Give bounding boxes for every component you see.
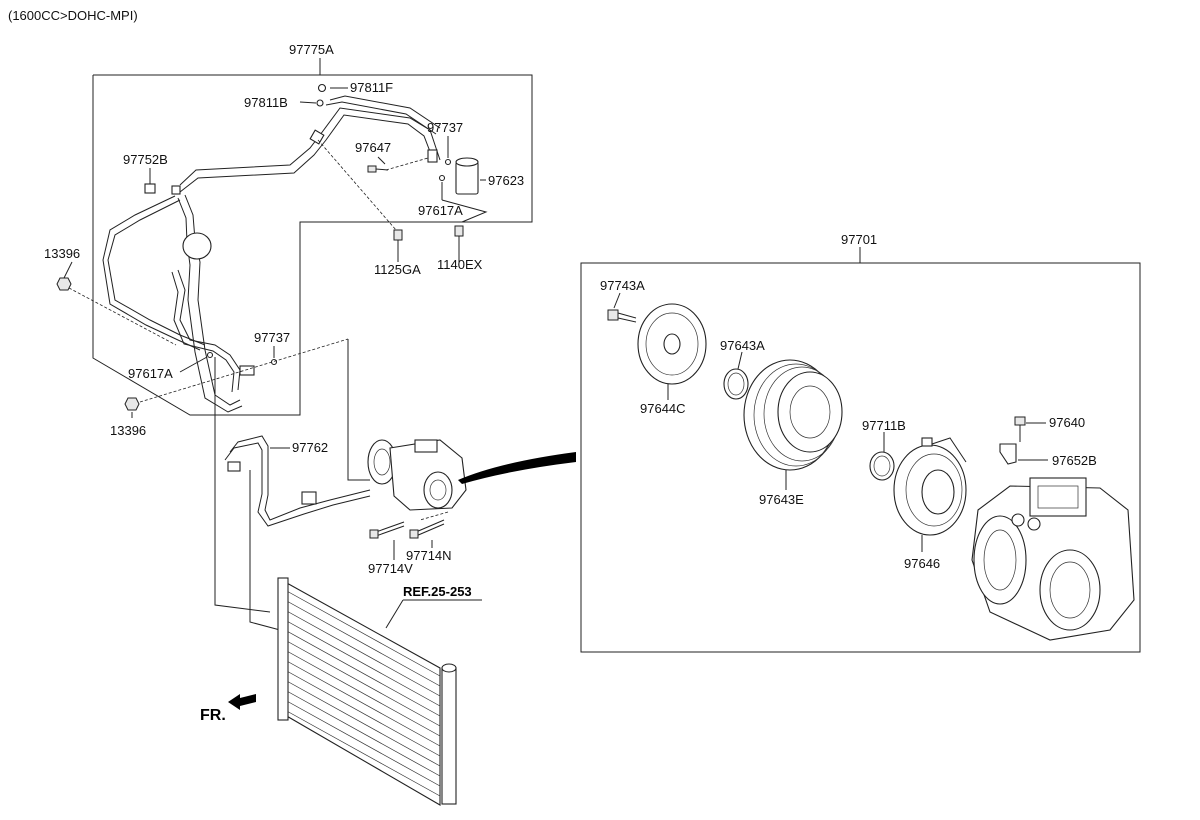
field-coil-97646: [893, 437, 967, 536]
o-ring-97617A-mid: [206, 351, 214, 359]
front-direction-arrow: [228, 694, 256, 710]
label-97640[interactable]: 97640: [1049, 415, 1085, 430]
detail-arrow: [458, 452, 576, 484]
condenser: [277, 577, 457, 806]
label-13396-bottom[interactable]: 13396: [110, 423, 146, 438]
label-97617A-mid[interactable]: 97617A: [128, 366, 173, 381]
label-97643E[interactable]: 97643E: [759, 492, 804, 507]
o-ring-97617A-top: [438, 174, 446, 182]
o-ring-97811F: [317, 83, 327, 93]
label-97714N[interactable]: 97714N: [406, 548, 452, 563]
bolt-97640: [1014, 416, 1026, 442]
bolt-97743A: [607, 309, 637, 323]
label-97775A[interactable]: 97775A: [289, 42, 334, 57]
clutch-hub-97644C: [637, 303, 707, 385]
bolt-97714V: [369, 521, 405, 539]
label-97762[interactable]: 97762: [292, 440, 328, 455]
bolt-97714N: [409, 519, 445, 539]
pulley-97643E: [743, 359, 843, 471]
o-ring-97737-top: [444, 158, 452, 166]
o-ring-97811B: [316, 99, 324, 107]
snap-ring-97643A: [723, 368, 749, 400]
engine-note: (1600CC>DOHC-MPI): [8, 8, 138, 23]
leaders-hose-group: [63, 87, 488, 481]
suction-discharge-hoses: [102, 95, 441, 413]
bolt-97647: [367, 165, 389, 173]
o-ring-97737-mid: [270, 358, 278, 366]
label-97643A[interactable]: 97643A: [720, 338, 765, 353]
bolt-1140EX: [454, 225, 464, 262]
label-97644C[interactable]: 97644C: [640, 401, 686, 416]
label-97623[interactable]: 97623: [488, 173, 524, 188]
label-97737-top[interactable]: 97737: [427, 120, 463, 135]
front-direction-label: FR.: [200, 707, 226, 724]
bolt-1125GA: [393, 229, 403, 262]
label-13396-top[interactable]: 13396: [44, 246, 80, 261]
compressor-assembly-small: [367, 439, 467, 511]
label-1125GA[interactable]: 1125GA: [374, 262, 421, 277]
bracket-97652B: [999, 443, 1017, 465]
nut-13396-top: [56, 277, 72, 291]
label-97652B[interactable]: 97652B: [1052, 453, 1097, 468]
label-97646[interactable]: 97646: [904, 556, 940, 571]
label-97743A[interactable]: 97743A: [600, 278, 645, 293]
label-97811B[interactable]: 97811B: [244, 95, 288, 110]
label-97647[interactable]: 97647: [355, 140, 391, 155]
label-97617A-top[interactable]: 97617A: [418, 203, 463, 218]
label-97714V[interactable]: 97714V: [368, 561, 413, 576]
label-97701[interactable]: 97701: [841, 232, 877, 247]
label-1140EX[interactable]: 1140EX: [437, 257, 483, 272]
label-97752B[interactable]: 97752B: [123, 152, 168, 167]
snap-ring-97711B: [869, 451, 895, 481]
liquid-pipe-97762: [224, 435, 371, 527]
label-97737-mid[interactable]: 97737: [254, 330, 290, 345]
ref-label[interactable]: REF.25-253: [403, 584, 472, 599]
label-97711B[interactable]: 97711B: [862, 418, 906, 433]
hose-group-frame: [92, 58, 533, 416]
compressor-body: [971, 477, 1135, 641]
ref-callout: [385, 599, 482, 629]
nut-13396-bottom: [124, 397, 140, 411]
receiver-drier: [455, 157, 479, 195]
label-97811F[interactable]: 97811F: [350, 80, 393, 95]
